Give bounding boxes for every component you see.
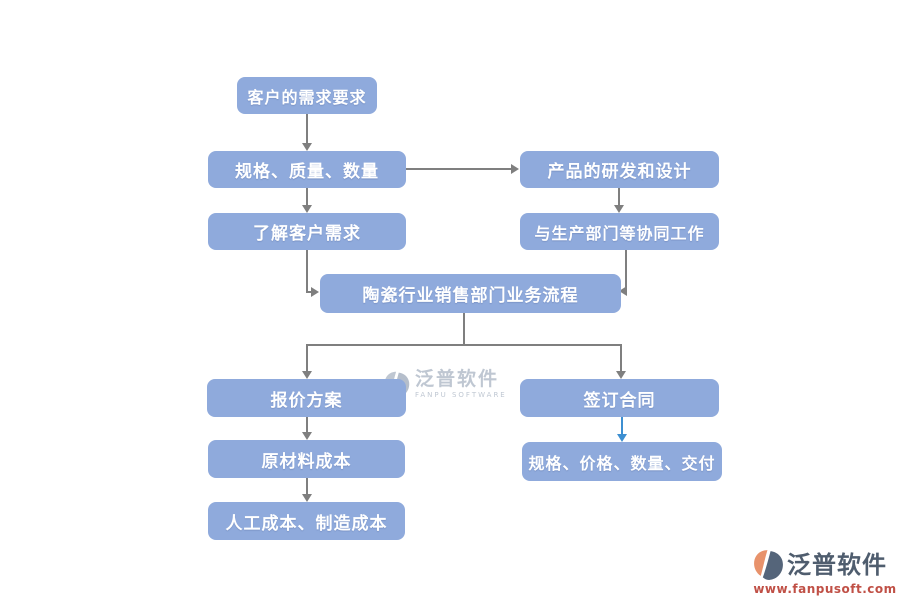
watermark-brand: 泛普软件 xyxy=(415,368,500,390)
arrowhead-down-accent-icon xyxy=(617,434,627,442)
arrowhead-down-icon xyxy=(302,494,312,502)
node-understand-customer-needs: 了解客户需求 xyxy=(208,213,406,250)
arrowhead-right-icon xyxy=(511,164,519,174)
footer-url: www.fanpusoft.com xyxy=(753,582,897,596)
watermark-text: 泛普软件 FANPU SOFTWARE xyxy=(415,370,507,399)
arrow-junction-to-quotation xyxy=(306,344,308,372)
arrowhead-down-icon xyxy=(616,371,626,379)
arrowhead-down-icon xyxy=(614,205,624,213)
node-collaborate-with-production: 与生产部门等协同工作 xyxy=(520,213,719,250)
node-main-process: 陶瓷行业销售部门业务流程 xyxy=(320,274,621,313)
arrow-understand-to-main xyxy=(306,291,313,293)
arrowhead-down-icon xyxy=(302,143,312,151)
node-product-rd-design: 产品的研发和设计 xyxy=(520,151,719,188)
arrowhead-right-icon xyxy=(311,287,319,297)
arrow-spec-to-understand xyxy=(306,188,308,207)
arrow-quotation-to-rawmaterial xyxy=(306,417,308,433)
node-quotation-plan: 报价方案 xyxy=(207,379,406,417)
arrow-collaborate-to-main xyxy=(625,250,627,291)
node-spec-price-quantity-delivery: 规格、价格、数量、交付 xyxy=(522,442,722,481)
watermark-subtitle: FANPU SOFTWARE xyxy=(415,391,507,399)
arrow-junction-to-contract xyxy=(620,344,622,372)
arrow-main-to-junction xyxy=(463,313,465,346)
fanpu-logo-icon xyxy=(754,550,783,580)
node-raw-material-cost: 原材料成本 xyxy=(208,440,405,478)
arrow-rawmaterial-to-labor xyxy=(306,478,308,495)
arrow-understand-to-main xyxy=(306,250,308,293)
arrowhead-down-icon xyxy=(302,432,312,440)
arrow-spec-to-rd xyxy=(406,168,512,170)
arrowhead-left-icon xyxy=(619,286,627,296)
arrowhead-down-icon xyxy=(302,205,312,213)
arrow-rd-to-collaborate xyxy=(618,188,620,207)
node-spec-quality-quantity: 规格、质量、数量 xyxy=(208,151,406,188)
node-labor-manufacturing-cost: 人工成本、制造成本 xyxy=(208,502,405,540)
arrow-contract-to-delivery xyxy=(621,417,623,435)
node-sign-contract: 签订合同 xyxy=(520,379,719,417)
arrowhead-down-icon xyxy=(302,371,312,379)
branch-junction-line xyxy=(306,344,622,346)
footer-brand-name: 泛普软件 xyxy=(787,550,887,579)
footer-brand-logo: 泛普软件 www.fanpusoft.com xyxy=(752,548,898,596)
node-customer-requirements: 客户的需求要求 xyxy=(237,77,377,114)
arrow-customer-to-spec xyxy=(306,114,308,145)
